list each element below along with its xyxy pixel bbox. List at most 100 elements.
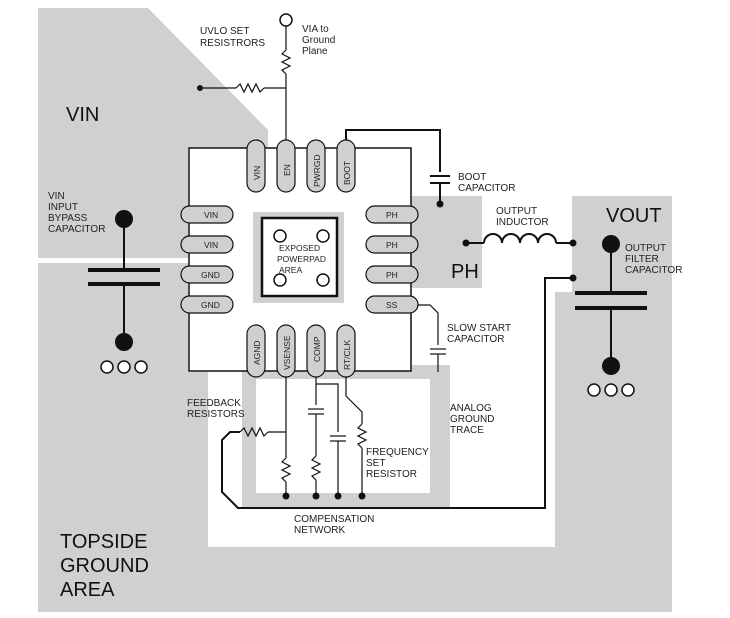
- pin-label-vsense: VSENSE: [282, 335, 292, 370]
- comp-resistor: [310, 455, 322, 481]
- pin-label-ss: SS: [386, 300, 398, 310]
- out-cap-label-1: OUTPUT: [625, 243, 666, 254]
- pin-label-boot: BOOT: [342, 161, 352, 185]
- pin-label-pwrgd: PWRGD: [312, 154, 322, 187]
- pin-label-comp: COMP: [312, 336, 322, 362]
- boot-trace: [345, 129, 441, 172]
- comp-trace: [315, 377, 339, 432]
- vin-cap-label-4: CAPACITOR: [48, 224, 105, 235]
- pin-top-vin: [246, 139, 266, 193]
- powerpad-label-1: EXPOSED: [279, 243, 320, 253]
- analog-ground-trace-right: [430, 368, 444, 500]
- uvlo-resistor-upper: [280, 49, 292, 75]
- output-inductor: [483, 233, 557, 244]
- rtclk-trace: [345, 377, 363, 424]
- thermal-via: [316, 229, 330, 243]
- freq-label-3: RESISTOR: [366, 469, 417, 480]
- agnd-node: [334, 492, 342, 500]
- analog-ground-label-2: GROUND: [450, 414, 494, 425]
- freq-label-1: FREQUENCY: [366, 447, 429, 458]
- pin-label-rtclk: RT/CLK: [342, 340, 352, 370]
- topside-ground-label-1: TOPSIDE: [60, 531, 147, 553]
- freq-label-2: SET: [366, 458, 385, 469]
- pin-label-gnd-2: GND: [201, 300, 220, 310]
- vin-ground-via: [100, 360, 114, 374]
- out-cap-label-2: FILTER: [625, 254, 659, 265]
- feedback-label-1: FEEDBACK: [187, 398, 241, 409]
- agnd-node: [282, 492, 290, 500]
- topside-ground-plane: [38, 196, 672, 612]
- vin-ground-via: [117, 360, 131, 374]
- pin-label-vin-top: VIN: [252, 166, 262, 180]
- inductor-label-2: INDUCTOR: [496, 217, 549, 228]
- vin-cap-bottom-via: [115, 333, 133, 351]
- powerpad-label-3: AREA: [279, 265, 302, 275]
- slow-start-label-1: SLOW START: [447, 323, 511, 334]
- feedback-resistor-upper: [239, 426, 269, 438]
- pin-top-pwrgd: [306, 139, 326, 193]
- inductor-label-1: OUTPUT: [496, 206, 537, 217]
- vout-sense-dot: [569, 274, 577, 282]
- vout-region-label: VOUT: [606, 205, 662, 227]
- agnd-node: [358, 492, 366, 500]
- ph-region-label: PH: [451, 261, 479, 283]
- via-ground-plane: [279, 13, 293, 27]
- pin-left-vin-2: [180, 235, 234, 254]
- vout-ground-via: [621, 383, 635, 397]
- vout-sense-trace: [221, 277, 573, 509]
- thermal-via: [273, 273, 287, 287]
- pin-left-gnd-2: [180, 295, 234, 314]
- analog-ground-label-3: TRACE: [450, 425, 484, 436]
- vin-cap-label-2: INPUT: [48, 202, 78, 213]
- powerpad-label-2: POWERPAD: [277, 254, 326, 264]
- frequency-set-resistor: [356, 423, 368, 449]
- inductor-dot-right: [569, 239, 577, 247]
- pin-label-ph-3: PH: [386, 270, 398, 280]
- ss-trace: [418, 304, 439, 345]
- thermal-via: [316, 273, 330, 287]
- vout-cap-bottom-via: [602, 357, 620, 375]
- pin-label-vin-left-1: VIN: [204, 210, 218, 220]
- agnd-node: [312, 492, 320, 500]
- analog-ground-label-1: ANALOG: [450, 403, 492, 414]
- slow-start-label-2: CAPACITOR: [447, 334, 504, 345]
- uvlo-resistor-lower: [235, 82, 265, 94]
- via-label-1: VIA to: [302, 24, 329, 35]
- vout-ground-via: [587, 383, 601, 397]
- pin-label-ph-2: PH: [386, 240, 398, 250]
- topside-ground-label-2: GROUND: [60, 555, 149, 577]
- pin-left-gnd-1: [180, 265, 234, 284]
- pin-right-ph-3: [365, 265, 419, 284]
- feedback-label-2: RESISTORS: [187, 409, 245, 420]
- pin-label-agnd: AGND: [252, 340, 262, 365]
- pin-right-ph-1: [365, 205, 419, 224]
- feedback-resistor-lower: [280, 457, 292, 483]
- boot-cap-label-2: CAPACITOR: [458, 183, 515, 194]
- vin-region-label: VIN: [66, 104, 99, 126]
- thermal-via: [273, 229, 287, 243]
- boot-cap-label-1: BOOT: [458, 172, 486, 183]
- boot-cap-dot: [436, 200, 444, 208]
- pin-label-en: EN: [282, 164, 292, 176]
- uvlo-label-1: UVLO SET: [200, 26, 249, 37]
- vout-ground-via: [604, 383, 618, 397]
- vin-cap-label-1: VIN: [48, 191, 65, 202]
- vin-cap-label-3: BYPASS: [48, 213, 88, 224]
- pin-right-ph-2: [365, 235, 419, 254]
- pin-label-gnd-1: GND: [201, 270, 220, 280]
- pin-bottom-agnd: [246, 324, 266, 378]
- uvlo-label-2: RESISTRORS: [200, 38, 265, 49]
- out-cap-label-3: CAPACITOR: [625, 265, 682, 276]
- comp-label-2: NETWORK: [294, 525, 345, 536]
- via-label-2: Ground: [302, 35, 335, 46]
- comp-label-1: COMPENSATION: [294, 514, 374, 525]
- topside-ground-label-3: AREA: [60, 579, 115, 601]
- via-label-3: Plane: [302, 46, 328, 57]
- uvlo-dot: [197, 85, 203, 91]
- vin-plane: [38, 8, 268, 258]
- pin-label-ph-1: PH: [386, 210, 398, 220]
- pin-left-vin-1: [180, 205, 234, 224]
- vin-ground-via: [134, 360, 148, 374]
- pin-label-vin-left-2: VIN: [204, 240, 218, 250]
